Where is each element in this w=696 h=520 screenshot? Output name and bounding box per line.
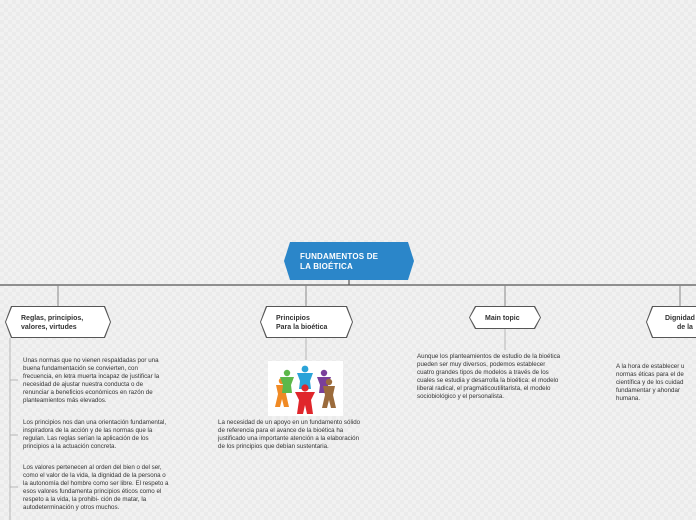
person-blue [297, 365, 313, 389]
note-line: humana. [616, 395, 641, 402]
topic-reglas-line-2: valores, virtudes [21, 324, 77, 331]
topic-main[interactable]: Main topic [469, 306, 541, 329]
note-line: fundamentar y ahondar [616, 387, 680, 394]
person-green [280, 369, 294, 393]
topic-dignidad-line-1: Dignidad [665, 315, 695, 322]
note-line: liberal radical, el pragmáticoutilitaris… [417, 385, 551, 392]
people-circle-illustration [275, 365, 336, 414]
note-line: de referencia para el avance de la bioét… [218, 427, 344, 434]
note-line: buena fundamentación se convierten, con [23, 365, 138, 372]
note-line: normas éticas para el de [616, 371, 684, 378]
note-line: Aunque los planteamientos de estudio de … [417, 353, 561, 360]
note-planteamientos[interactable]: Aunque los planteamientos de estudio de … [417, 353, 560, 401]
note-line: científica y de los cuidad [616, 379, 684, 386]
topic-reglas[interactable]: Reglas, principios, valores, virtudes [5, 306, 111, 338]
topic-main-label: Main topic [485, 315, 520, 322]
topic-reglas-line-1: Reglas, principios, [21, 315, 84, 322]
people-circle-image[interactable] [268, 361, 343, 416]
note-line: de los principios que debían sustentaria… [218, 443, 329, 450]
note-line: esos valores fundamenta principios ético… [23, 488, 162, 495]
note-line: justificado una importante atención a la… [218, 435, 360, 442]
note-line: cuales se estudia y desarrolla la bioéti… [417, 377, 559, 384]
note-line: autodeterminación y otros muchos. [23, 504, 120, 511]
note-line: sociobiológico y el personalista. [417, 393, 505, 400]
note-line: Los valores pertenecen al orden del bien… [23, 464, 162, 471]
note-line: principios a la actuación concreta. [23, 443, 117, 450]
note-line: A la hora de establecer u [616, 363, 685, 370]
note-valores[interactable]: Los valores pertenecen al orden del bien… [23, 464, 168, 512]
note-principios-orientacion[interactable]: Los principios nos dan una orientación f… [23, 419, 166, 451]
topic-dignidad-line-2: de la [677, 324, 693, 331]
central-topic-line-2: LA BIOÉTICA [300, 262, 354, 271]
topic-principios-line-1: Principios [276, 315, 310, 322]
topic-principios-line-2: Para la bioética [276, 324, 328, 331]
note-line: pueden ser muy diversos, podemos estable… [417, 361, 546, 368]
note-normas[interactable]: Unas normas que no vienen respaldadas po… [23, 357, 159, 405]
note-line: inspiradora de la acción y de las normas… [23, 427, 153, 434]
note-line: renunciar a beneficios económicos en raz… [23, 389, 153, 396]
note-line: cuatro grandes tipos de modelos a través… [417, 369, 549, 376]
note-line: necesidad de ajustar nuestra conducta o … [23, 381, 144, 388]
note-necesidad[interactable]: La necesidad de un apoyo en un fundament… [218, 419, 360, 451]
person-red [295, 384, 315, 414]
note-line: como el valor de la vida, la dignidad de… [23, 472, 166, 479]
note-line: frecuencia, en letra muerta incapaz de j… [23, 373, 160, 380]
note-line: respeto a la vida, la prohibi- ción de m… [23, 496, 147, 503]
note-line: La necesidad de un apoyo en un fundament… [218, 419, 361, 426]
person-brown [322, 378, 336, 408]
note-line: planteamientos más elevados. [23, 397, 107, 404]
note-line: Unas normas que no vienen respaldadas po… [23, 357, 159, 364]
central-topic-line-1: FUNDAMENTOS DE [300, 252, 379, 261]
note-line: la autonomía del hombre como ser libre. … [23, 480, 169, 487]
topic-dignidad[interactable]: Dignidad de la [646, 306, 696, 338]
central-topic[interactable]: FUNDAMENTOS DE LA BIOÉTICA [284, 242, 414, 280]
note-line: regulan. Las reglas serían la aplicación… [23, 435, 149, 442]
topic-principios[interactable]: Principios Para la bioética [260, 306, 353, 338]
note-line: Los principios nos dan una orientación f… [23, 419, 167, 426]
